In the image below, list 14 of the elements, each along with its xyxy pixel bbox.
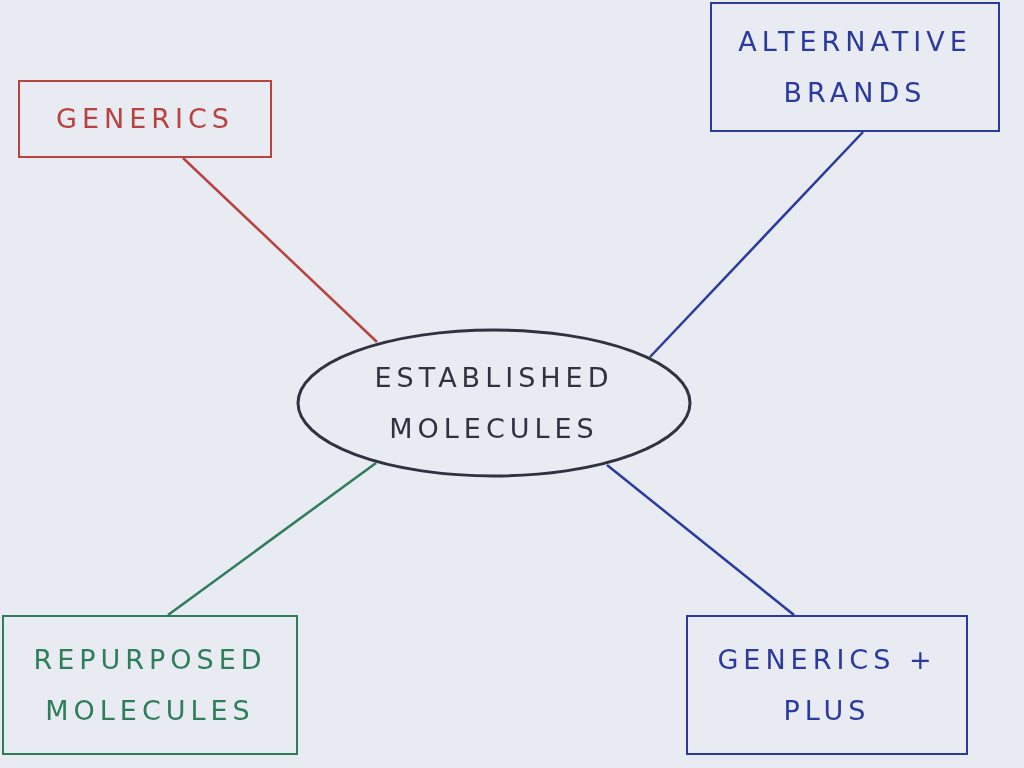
topic-box [686, 615, 968, 755]
connector-line [167, 462, 377, 616]
topic-box [18, 80, 272, 158]
topic-label: REPURPOSED MOLECULES [32, 642, 268, 728]
connector-line [649, 131, 864, 358]
topic-box [710, 2, 1000, 132]
connector-line [182, 157, 378, 343]
connector-line [606, 464, 795, 616]
topic-box [2, 615, 298, 755]
topic-label: ESTABLISHED MOLECULES [373, 360, 615, 446]
topic-label: GENERICS [55, 102, 235, 137]
topic-label: GENERICS + PLUS [716, 642, 938, 728]
topic-label: ALTERNATIVE BRANDS [737, 24, 973, 110]
central-ellipse [296, 328, 692, 478]
